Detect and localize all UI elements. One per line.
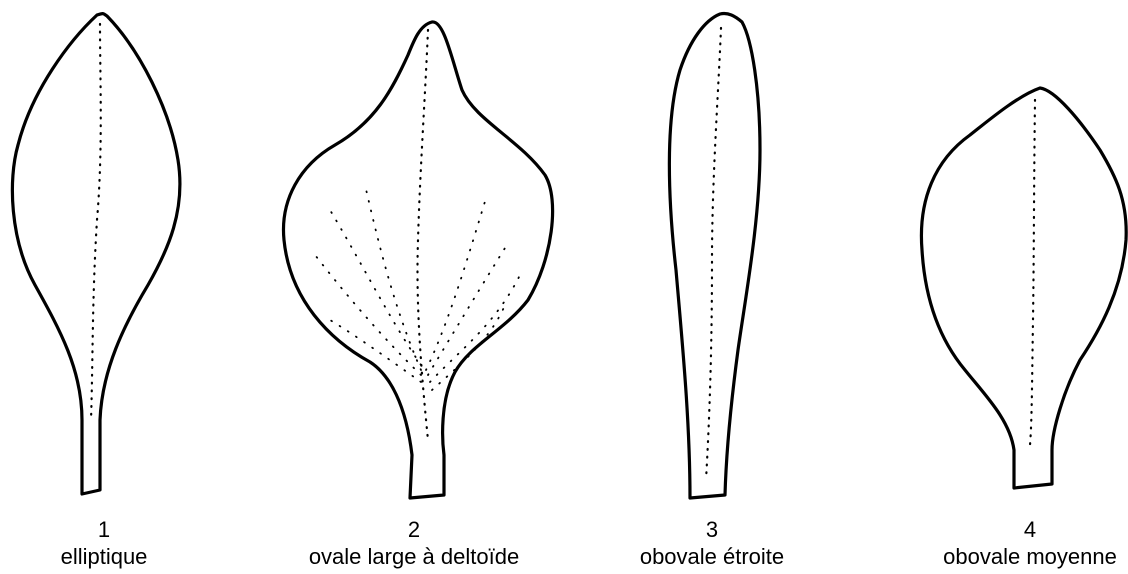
leaf-2-lateral-vein xyxy=(430,275,520,382)
leaf-2-ovale-large-drawing xyxy=(283,22,552,498)
leaf-2-lateral-vein xyxy=(432,305,505,390)
leaf-2-lateral-vein xyxy=(365,185,421,370)
leaf-4-obovale-moyenne-drawing xyxy=(921,88,1126,488)
leaf-3-obovale-etroite-drawing xyxy=(669,13,760,498)
leaf-3-midrib xyxy=(706,28,721,480)
leaf-1-midrib xyxy=(91,24,101,420)
leaf-1-number: 1 xyxy=(0,516,264,543)
leaf-4-number: 4 xyxy=(870,516,1128,543)
leaf-3-caption: 3 obovale étroite xyxy=(552,516,872,570)
leaf-2-lateral-vein xyxy=(426,195,487,370)
leaf-2-outline xyxy=(283,22,552,498)
leaf-4-outline xyxy=(921,88,1126,488)
leaf-4-name: obovale moyenne xyxy=(870,543,1128,570)
leaf-3-outline xyxy=(669,13,760,498)
leaf-1-outline xyxy=(12,14,180,494)
leaf-2-caption: 2 ovale large à deltoïde xyxy=(254,516,574,570)
leaf-4-caption: 4 obovale moyenne xyxy=(870,516,1128,570)
leaf-3-name: obovale étroite xyxy=(552,543,872,570)
leaf-2-lateral-vein xyxy=(330,320,421,382)
leaf-1-caption: 1 elliptique xyxy=(0,516,264,570)
leaf-1-name: elliptique xyxy=(0,543,264,570)
leaf-3-number: 3 xyxy=(552,516,872,543)
leaf-2-number: 2 xyxy=(254,516,574,543)
leaf-2-name: ovale large à deltoïde xyxy=(254,543,574,570)
leaf-2-lateral-vein xyxy=(330,210,421,365)
leaf-2-midrib xyxy=(417,30,428,440)
leaf-2-lateral-vein xyxy=(315,255,421,375)
leaf-4-midrib xyxy=(1030,100,1035,445)
leaf-1-elliptique-drawing xyxy=(12,14,180,494)
